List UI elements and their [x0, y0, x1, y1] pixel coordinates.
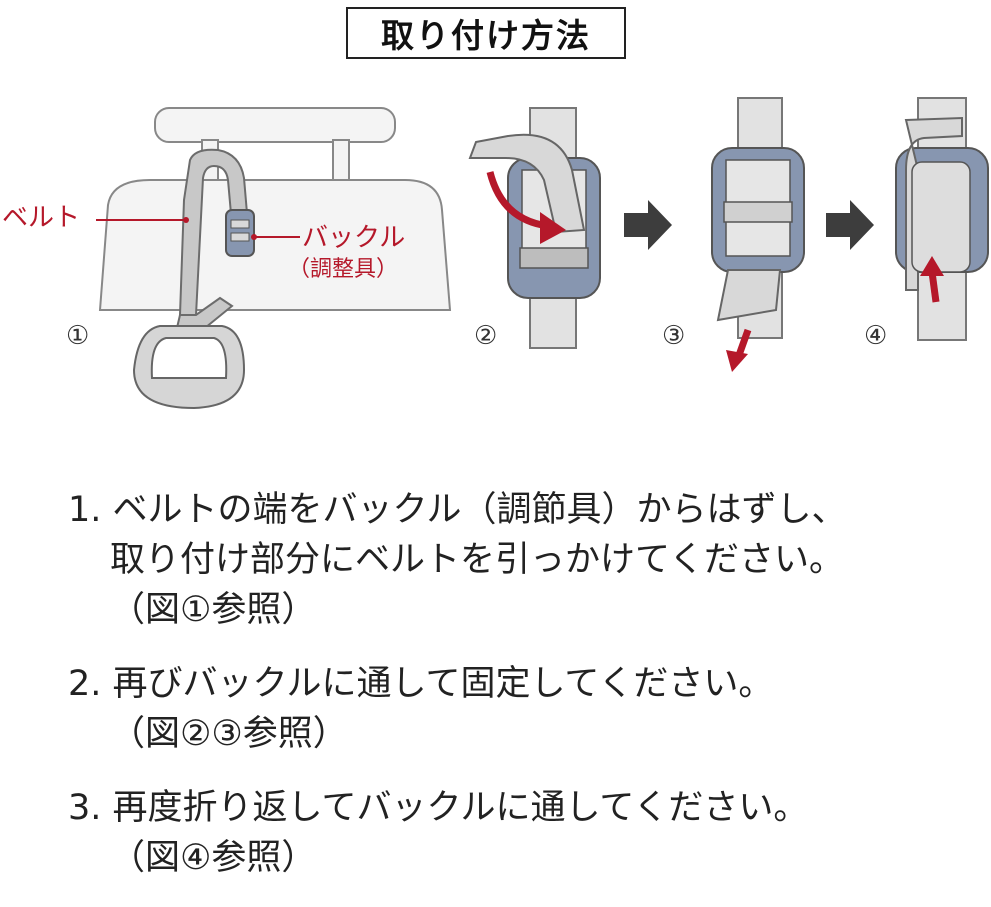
fig-number-4: ④ [864, 321, 887, 351]
step-figure-ref: （図①参照） [110, 590, 317, 630]
step-arrow-1 [624, 200, 672, 250]
red-arrow-4 [928, 271, 940, 303]
belt-label: ベルト [2, 203, 80, 233]
figure-2 [468, 107, 601, 349]
step-text: 取り付け部分にベルトを引っかけてください。 [110, 540, 844, 580]
figure-4 [895, 97, 989, 341]
belt-end-2 [468, 133, 586, 234]
fig-number-3: ③ [662, 321, 685, 351]
step-figure-ref: （図②③参照） [110, 714, 348, 754]
figure-1 [96, 107, 452, 410]
belt-strap [178, 148, 250, 316]
step-text: ベルトの端をバックル（調節具）からはずし、 [112, 490, 847, 530]
step-number: 2. [68, 664, 102, 704]
instruction-steps: 1. ベルトの端をバックル（調節具）からはずし、 取り付け部分にベルトを引っかけ… [68, 485, 978, 907]
installation-diagram: ベルト バックル （調整具） ① ② ③ ④ [2, 97, 989, 410]
step-text: 再びバックルに通して固定してください。 [112, 664, 774, 704]
fig-number-1: ① [66, 321, 89, 351]
headrest [154, 107, 396, 143]
figure-3 [711, 97, 805, 372]
buckle-label: バックル [302, 223, 405, 253]
buckle-sub-label: （調整具） [288, 257, 398, 282]
step-number: 1. [68, 490, 102, 530]
red-arrow-2 [486, 171, 549, 230]
step-3: 3. 再度折り返してバックルに通してください。 （図④参照） [68, 783, 978, 883]
page-title: 取り付け方法 [346, 7, 626, 59]
step-number: 3. [68, 788, 102, 828]
fig-number-2: ② [474, 321, 497, 351]
step-2: 2. 再びバックルに通して固定してください。 （図②③参照） [68, 659, 978, 759]
step-arrow-2 [826, 200, 874, 250]
step-1: 1. ベルトの端をバックル（調節具）からはずし、 取り付け部分にベルトを引っかけ… [68, 485, 978, 635]
step-text: 再度折り返してバックルに通してください。 [112, 788, 809, 828]
step-figure-ref: （図④参照） [110, 838, 317, 878]
